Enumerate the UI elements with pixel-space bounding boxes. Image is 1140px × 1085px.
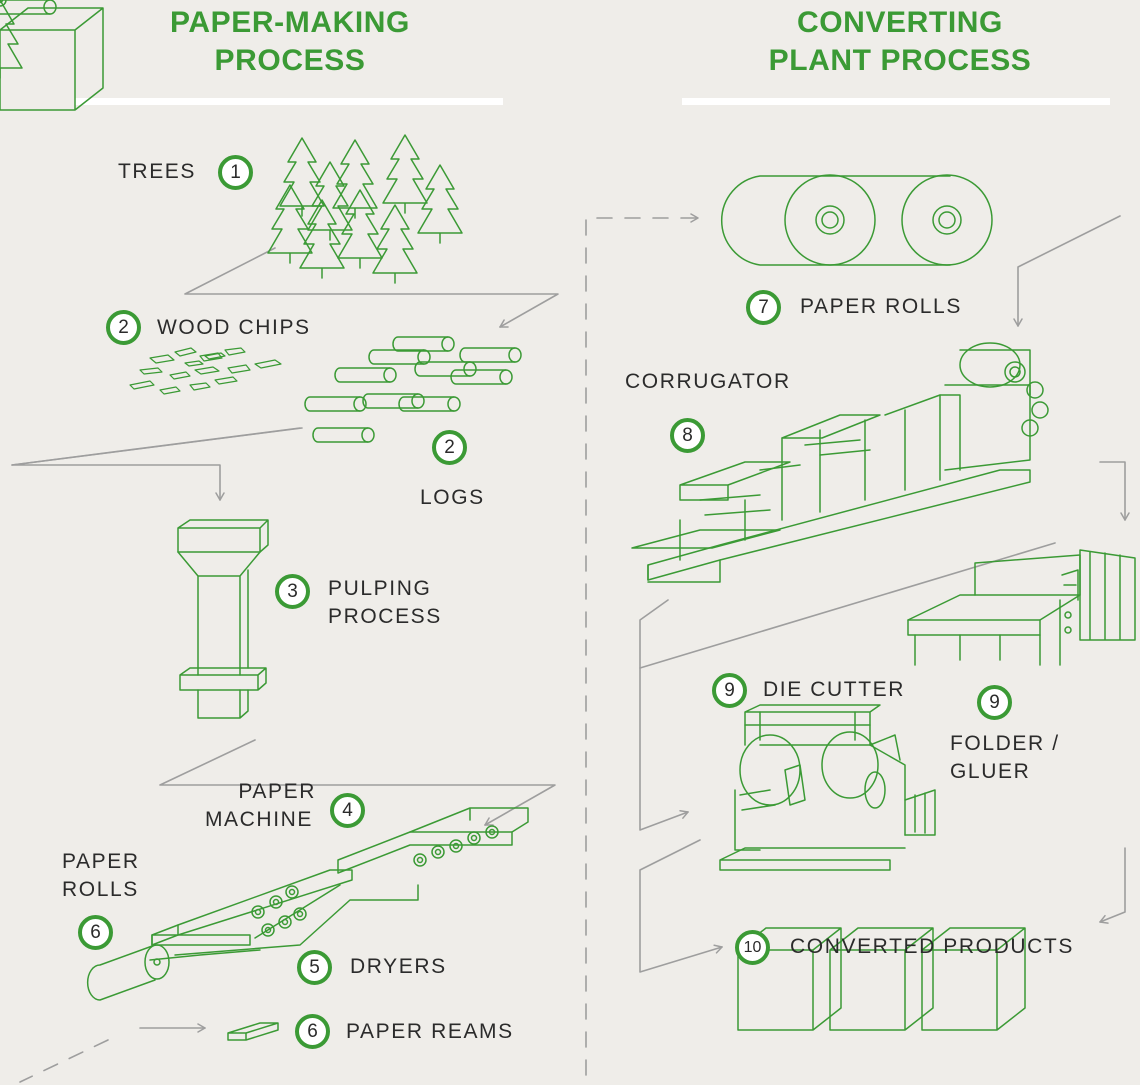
folder-gluer-label-line: GLUER xyxy=(950,760,1031,783)
paper-rolls-right-label: PAPER ROLLS xyxy=(800,295,962,318)
trees-icon xyxy=(0,0,463,284)
paper-ream-icon xyxy=(227,1022,279,1041)
die-cutter-icon xyxy=(719,704,936,871)
logs-icon xyxy=(0,0,522,443)
flow-line-dashed xyxy=(585,213,699,1076)
wood-chips-platform xyxy=(11,427,303,466)
paper-machine-label: PAPER MACHINE xyxy=(188,778,330,834)
folder-gluer-icon xyxy=(907,549,1136,666)
flow-line xyxy=(159,739,556,826)
heading-line: PROCESS xyxy=(214,44,366,77)
flow-line xyxy=(639,542,1056,669)
step-badge-paper-machine: 4 xyxy=(330,793,365,828)
step-badge-dryers: 5 xyxy=(297,950,332,985)
step-badge-paper-reams: 6 xyxy=(295,1014,330,1049)
step-badge-paper-rolls-left: 6 xyxy=(78,915,113,950)
step-badge-die-cutter: 9 xyxy=(712,673,747,708)
dryers-label: DRYERS xyxy=(350,955,447,978)
flow-line xyxy=(639,599,689,831)
folder-gluer-label: FOLDER / GLUER xyxy=(950,730,1060,786)
step-badge-paper-rolls-right: 7 xyxy=(746,290,781,325)
paper-roll-left-icon xyxy=(86,944,261,1001)
heading-paper-making: PAPER-MAKING PROCESS xyxy=(130,4,450,80)
flow-line xyxy=(11,427,301,501)
flow-line xyxy=(1099,847,1126,924)
heading-line: PAPER-MAKING xyxy=(170,6,410,39)
paper-reams-label: PAPER REAMS xyxy=(346,1020,514,1043)
flow-line-dashed xyxy=(19,1039,109,1083)
flow-line xyxy=(184,247,559,328)
flow-line xyxy=(1099,461,1130,521)
paper-rolls-left-label: PAPER ROLLS xyxy=(62,848,140,904)
heading-line: CONVERTING xyxy=(796,6,1003,39)
paper-rolls-right-icon xyxy=(721,174,993,266)
heading-divider-right xyxy=(682,98,1110,105)
pulping-label-line: PULPING xyxy=(328,577,432,600)
heading-divider-left xyxy=(75,98,503,105)
pulping-label: PULPING PROCESS xyxy=(328,575,442,631)
logs-label: LOGS xyxy=(420,486,485,509)
paper-machine-icon xyxy=(0,0,529,956)
corrugator-label: CORRUGATOR xyxy=(625,370,791,393)
wood-chips-label: WOOD CHIPS xyxy=(157,316,311,339)
paper-machine-label-line: MACHINE xyxy=(204,808,314,831)
heading-line: PLANT PROCESS xyxy=(768,44,1032,77)
boxes-icon xyxy=(0,7,1026,1031)
converted-products-label: CONVERTED PRODUCTS xyxy=(790,935,1074,958)
step-badge-pulping: 3 xyxy=(275,574,310,609)
trees-label: TREES xyxy=(118,160,197,183)
paper-rolls-label-line: ROLLS xyxy=(62,878,139,901)
corrugator-icon xyxy=(631,342,1049,583)
step-badge-logs: 2 xyxy=(432,430,467,465)
paper-machine-label-line: PAPER xyxy=(238,780,316,803)
flow-line xyxy=(1013,215,1121,327)
step-badge-wood-chips: 2 xyxy=(106,310,141,345)
heading-converting: CONVERTING PLANT PROCESS xyxy=(740,4,1060,80)
die-cutter-label: DIE CUTTER xyxy=(763,678,905,701)
step-badge-corrugator: 8 xyxy=(670,418,705,453)
folder-gluer-label-line: FOLDER / xyxy=(950,732,1060,755)
step-badge-trees: 1 xyxy=(218,155,253,190)
pulping-tower-icon xyxy=(177,519,269,719)
pulping-label-line: PROCESS xyxy=(328,605,442,628)
step-badge-folder-gluer: 9 xyxy=(977,685,1012,720)
wood-chips-icon xyxy=(129,347,282,395)
step-badge-converted: 10 xyxy=(735,930,770,965)
flow-line xyxy=(639,839,723,973)
paper-rolls-label-line: PAPER xyxy=(62,850,140,873)
